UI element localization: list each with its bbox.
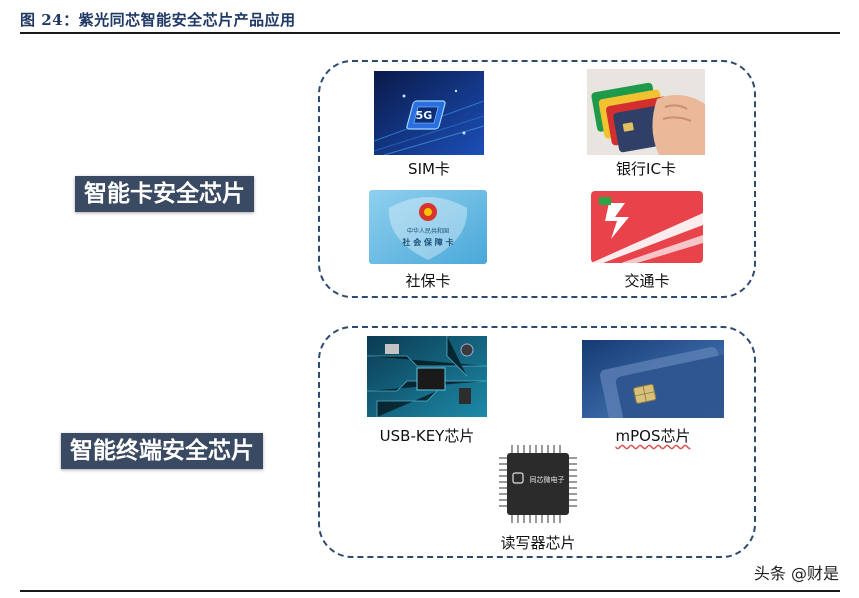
transport-card-caption: 交通卡 — [624, 272, 670, 290]
mpos-chip-image — [582, 340, 724, 418]
terminal-label: 智能终端安全芯片 — [61, 433, 263, 469]
bottom-rule — [20, 590, 840, 592]
transport-card-image — [591, 191, 703, 263]
bank-card-caption: 银行IC卡 — [616, 160, 676, 178]
reader-chip-logo-text: 同芯微电子 — [530, 475, 565, 484]
sim-card-image: 5G — [374, 71, 484, 155]
smart-card-group — [318, 60, 756, 298]
social-security-card-image: 中华人民共和国 社 会 保 障 卡 — [369, 190, 487, 264]
smart-card-label: 智能卡安全芯片 — [75, 176, 254, 212]
usb-key-caption: USB-KEY芯片 — [379, 427, 475, 445]
usb-key-chip-image — [367, 336, 487, 417]
ss-card-line2: 社 会 保 障 卡 — [401, 237, 453, 247]
mpos-caption: mPOS芯片 — [582, 425, 724, 446]
terminal-group — [318, 326, 756, 558]
reader-chip-image: 同芯微电子 — [497, 443, 579, 525]
social-security-caption: 社保卡 — [405, 272, 451, 290]
sim-card-caption: SIM卡 — [408, 160, 450, 178]
sim-chip-text: 5G — [416, 109, 433, 122]
top-rule — [20, 32, 840, 34]
mpos-caption-text: mPOS芯片 — [615, 427, 691, 445]
reader-chip-caption: 读写器芯片 — [500, 534, 576, 552]
ss-card-line1: 中华人民共和国 — [407, 227, 449, 235]
figure-title: 图 24：紫光同芯智能安全芯片产品应用 — [20, 11, 296, 29]
watermark: 头条 @财是 — [753, 564, 839, 583]
bank-card-image — [587, 69, 705, 155]
